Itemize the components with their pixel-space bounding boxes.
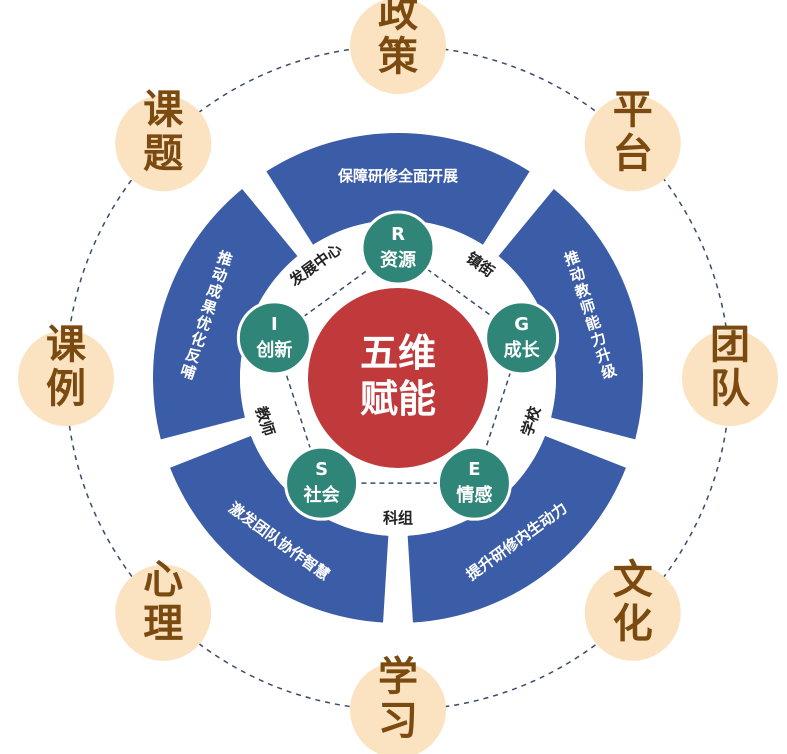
center-title-line1: 五维 xyxy=(360,331,436,375)
node-letter: S xyxy=(315,459,328,480)
outer-item-char: 心 xyxy=(143,557,183,603)
outer-item-char: 队 xyxy=(710,366,751,412)
outer-item-circle xyxy=(18,330,114,426)
node-g: G 成长 xyxy=(484,300,560,376)
blue-segment-1 xyxy=(266,133,530,245)
node-word: 创新 xyxy=(255,339,292,361)
node-letter: I xyxy=(271,314,278,335)
blue-segment-2 xyxy=(498,188,643,440)
outer-item-7: 课例 xyxy=(18,322,114,426)
outer-item-circle xyxy=(115,95,212,192)
outer-item-8: 课题 xyxy=(115,87,212,192)
outer-item-char: 化 xyxy=(613,601,653,647)
node-i: I 创新 xyxy=(236,300,312,376)
ring-label-3: 科组 xyxy=(383,509,413,527)
node-circle xyxy=(436,445,512,521)
node-r: R 资源 xyxy=(360,210,436,286)
outer-item-char: 平 xyxy=(613,87,653,133)
outer-item-char: 理 xyxy=(143,601,183,647)
node-word: 资源 xyxy=(380,249,416,271)
center-core xyxy=(304,284,492,472)
outer-item-char: 课 xyxy=(46,322,87,368)
node-s: S 社会 xyxy=(284,445,360,521)
node-e: E 情感 xyxy=(436,445,512,521)
outer-item-char: 政 xyxy=(378,0,418,36)
outer-item-circle xyxy=(584,564,681,661)
outer-item-2: 平台 xyxy=(584,87,681,192)
segment-label-1: 保障研修全面开展 xyxy=(337,167,458,185)
outer-item-char: 例 xyxy=(46,366,86,412)
outer-item-3: 团队 xyxy=(682,322,778,426)
outer-item-circle xyxy=(584,95,681,192)
outer-segments-ring xyxy=(153,133,643,623)
node-circle xyxy=(484,300,560,376)
node-letter: G xyxy=(514,314,529,335)
blue-segment-5 xyxy=(153,188,298,440)
outer-item-circle xyxy=(115,564,212,661)
node-circle xyxy=(236,300,312,376)
blue-segment-4 xyxy=(170,435,389,623)
outer-item-circle xyxy=(350,0,446,94)
outer-item-char: 策 xyxy=(378,34,418,80)
outer-item-circle xyxy=(350,662,446,754)
outer-item-6: 心理 xyxy=(115,557,212,661)
node-letter: R xyxy=(391,224,405,245)
dimension-nodes: R 资源 G 成长 E 情感 S 社会 I 创新 xyxy=(236,210,560,521)
outer-item-circle xyxy=(682,330,778,426)
outer-item-char: 文 xyxy=(613,557,653,603)
node-word: 社会 xyxy=(304,484,340,506)
node-circle xyxy=(360,210,436,286)
outer-item-char: 习 xyxy=(378,698,418,744)
outer-item-char: 台 xyxy=(613,131,653,177)
outer-item-1: 政策 xyxy=(350,0,446,94)
outer-item-char: 课 xyxy=(143,87,184,133)
node-word: 情感 xyxy=(456,484,492,506)
center-circle: 五维 赋能 xyxy=(304,284,492,472)
blue-segment-3 xyxy=(407,435,626,623)
outer-item-4: 文化 xyxy=(584,557,681,661)
outer-item-char: 团 xyxy=(710,322,750,368)
center-title-line2: 赋能 xyxy=(360,377,436,421)
outer-item-5: 学习 xyxy=(350,654,446,754)
outer-item-char: 学 xyxy=(378,654,418,700)
outer-item-char: 题 xyxy=(143,131,183,177)
node-word: 成长 xyxy=(504,339,541,361)
node-circle xyxy=(284,445,360,521)
node-letter: E xyxy=(468,459,480,480)
